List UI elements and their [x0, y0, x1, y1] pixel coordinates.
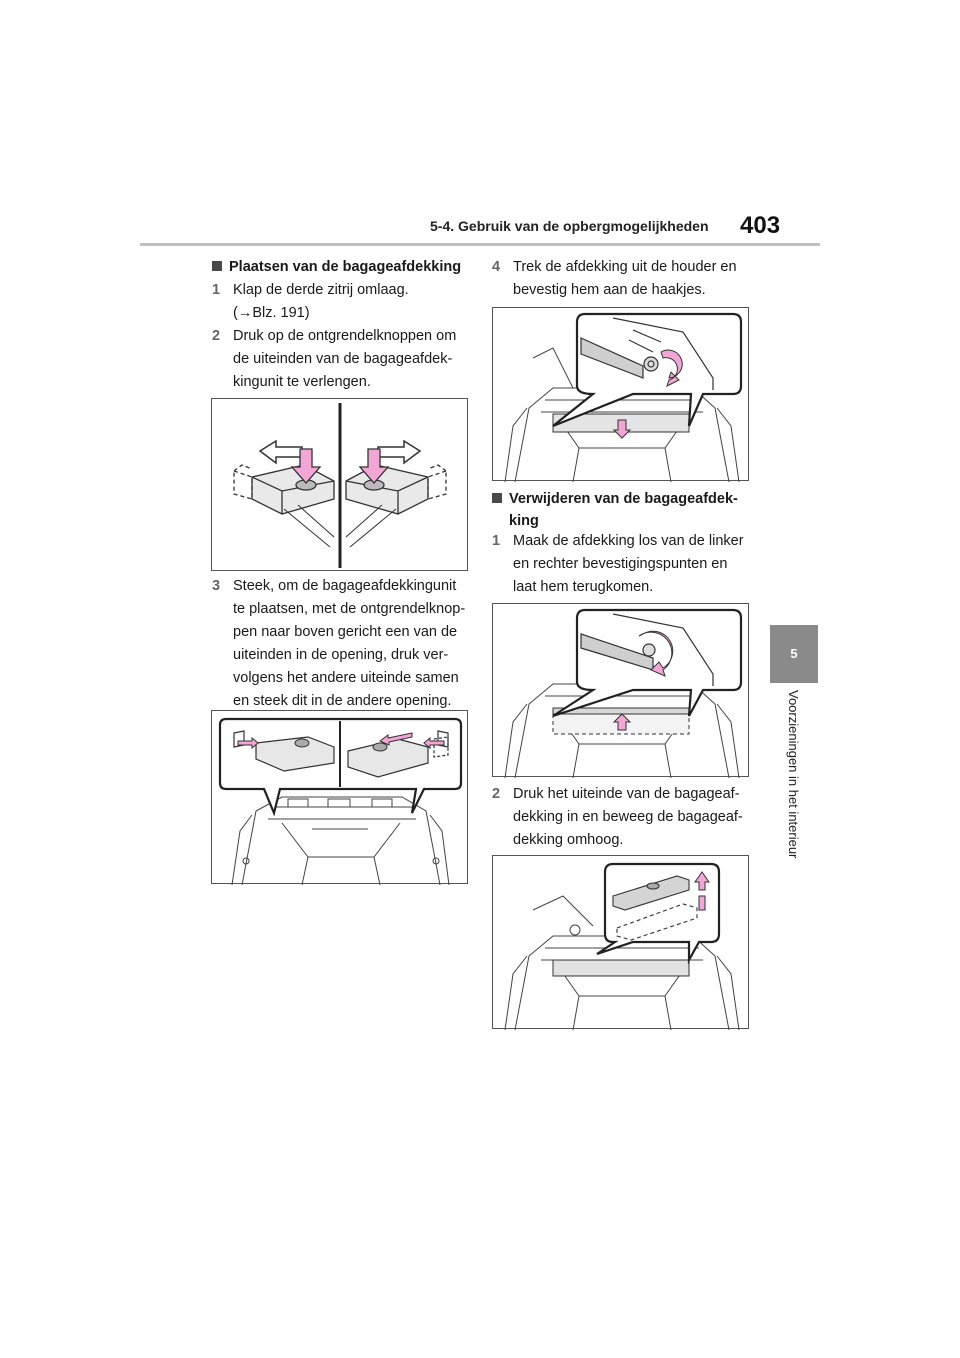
step-number: 1 — [492, 533, 501, 549]
step-number: 2 — [212, 328, 221, 344]
square-bullet-icon — [492, 493, 502, 503]
step-line: en rechter bevestigingspunten en — [513, 556, 728, 572]
step-line: dekking omhoog. — [513, 832, 624, 848]
heading-remove-line: king — [509, 513, 539, 529]
step-line: dekking in en beweeg de bagageaf- — [513, 809, 743, 825]
page-number: 403 — [740, 212, 781, 239]
step-text: Steek, om de bagageafdekkingunit te plaa… — [233, 575, 465, 713]
chapter-title: Voorzieningen in het interieur — [786, 690, 801, 859]
step-line: Klap de derde zitrij omlaag. — [233, 282, 409, 298]
step-number: 2 — [492, 786, 501, 802]
step-text: Trek de afdekking uit de houder en beves… — [513, 256, 737, 302]
chapter-label: Voorzieningen in het interieur — [786, 690, 806, 880]
heading-install: Plaatsen van de bagageafdekking — [212, 256, 461, 278]
step-line: Druk op de ontgrendelknoppen om — [233, 328, 457, 344]
heading-remove-line: Verwijderen van de bagageafdek- — [509, 491, 738, 507]
attach-hooks-illustration — [504, 312, 743, 482]
step-remove-1: 1 Maak de afdekking los van de linker en… — [492, 530, 762, 602]
step-line: laat hem terugkomen. — [513, 579, 654, 595]
figure-release-buttons — [211, 398, 468, 571]
chapter-tab: 5 — [770, 625, 818, 683]
step-line: volgens het andere uiteinde samen — [233, 670, 459, 686]
figure-attach-hooks — [492, 307, 749, 482]
step-line: Trek de afdekking uit de houder en — [513, 259, 737, 275]
step-line: uiteinden in de opening, druk ver- — [233, 647, 449, 663]
step-line: Maak de afdekking los van de linker — [513, 533, 744, 549]
step-text: Druk het uiteinde van de bagageaf- dekki… — [513, 783, 743, 852]
figure-insert-unit — [211, 710, 468, 885]
heading-remove: Verwijderen van de bagageafdek- king — [492, 488, 762, 532]
step-line: en steek dit in de andere opening. — [233, 693, 452, 709]
step-install-1: 1 Klap de derde zitrij omlaag. (→Blz. 19… — [212, 279, 472, 327]
step-remove-2: 2 Druk het uiteinde van de bagageaf- dek… — [492, 783, 762, 855]
step-line: bevestig hem aan de haakjes. — [513, 282, 706, 298]
section-title: 5-4. Gebruik van de opbergmogelijkheden — [430, 218, 709, 234]
step-text: Klap de derde zitrij omlaag. (→Blz. 191) — [233, 279, 409, 325]
step-number: 1 — [212, 282, 221, 298]
square-bullet-icon — [212, 261, 222, 271]
push-arrow-icon — [290, 448, 322, 484]
figure-detach — [492, 603, 749, 778]
figure-lift-cover — [492, 855, 749, 1030]
header-rule — [140, 243, 820, 246]
step-line: de uiteinden van de bagageafdek- — [233, 351, 453, 367]
step-line: pen naar boven gericht een van de — [233, 624, 458, 640]
push-arrow-icon — [358, 448, 390, 484]
heading-install-text: Plaatsen van de bagageafdekking — [229, 259, 462, 275]
insert-unit-illustration — [218, 717, 463, 885]
step-line: kingunit te verlengen. — [233, 374, 371, 390]
step-line: (→Blz. 191) — [233, 305, 310, 321]
right-extend-arrow-icon — [377, 439, 422, 465]
step-install-3: 3 Steek, om de bagageafdekkingunit te pl… — [212, 575, 477, 715]
left-extend-arrow-icon — [258, 439, 303, 465]
step-install-2: 2 Druk op de ontgrendelknoppen om de uit… — [212, 325, 472, 397]
release-buttons-illustration — [233, 403, 447, 568]
lift-cover-illustration — [504, 862, 740, 1030]
step-install-4: 4 Trek de afdekking uit de houder en bev… — [492, 256, 762, 304]
step-line: te plaatsen, met de ontgrendelknop- — [233, 601, 466, 617]
step-line: Druk het uiteinde van de bagageaf- — [513, 786, 740, 802]
step-number: 3 — [212, 578, 221, 594]
step-line: Steek, om de bagageafdekkingunit — [233, 578, 457, 594]
step-text: Druk op de ontgrendelknoppen om de uitei… — [233, 325, 456, 394]
step-text: Maak de afdekking los van de linker en r… — [513, 530, 744, 599]
step-number: 4 — [492, 259, 501, 275]
detach-illustration — [504, 608, 743, 778]
